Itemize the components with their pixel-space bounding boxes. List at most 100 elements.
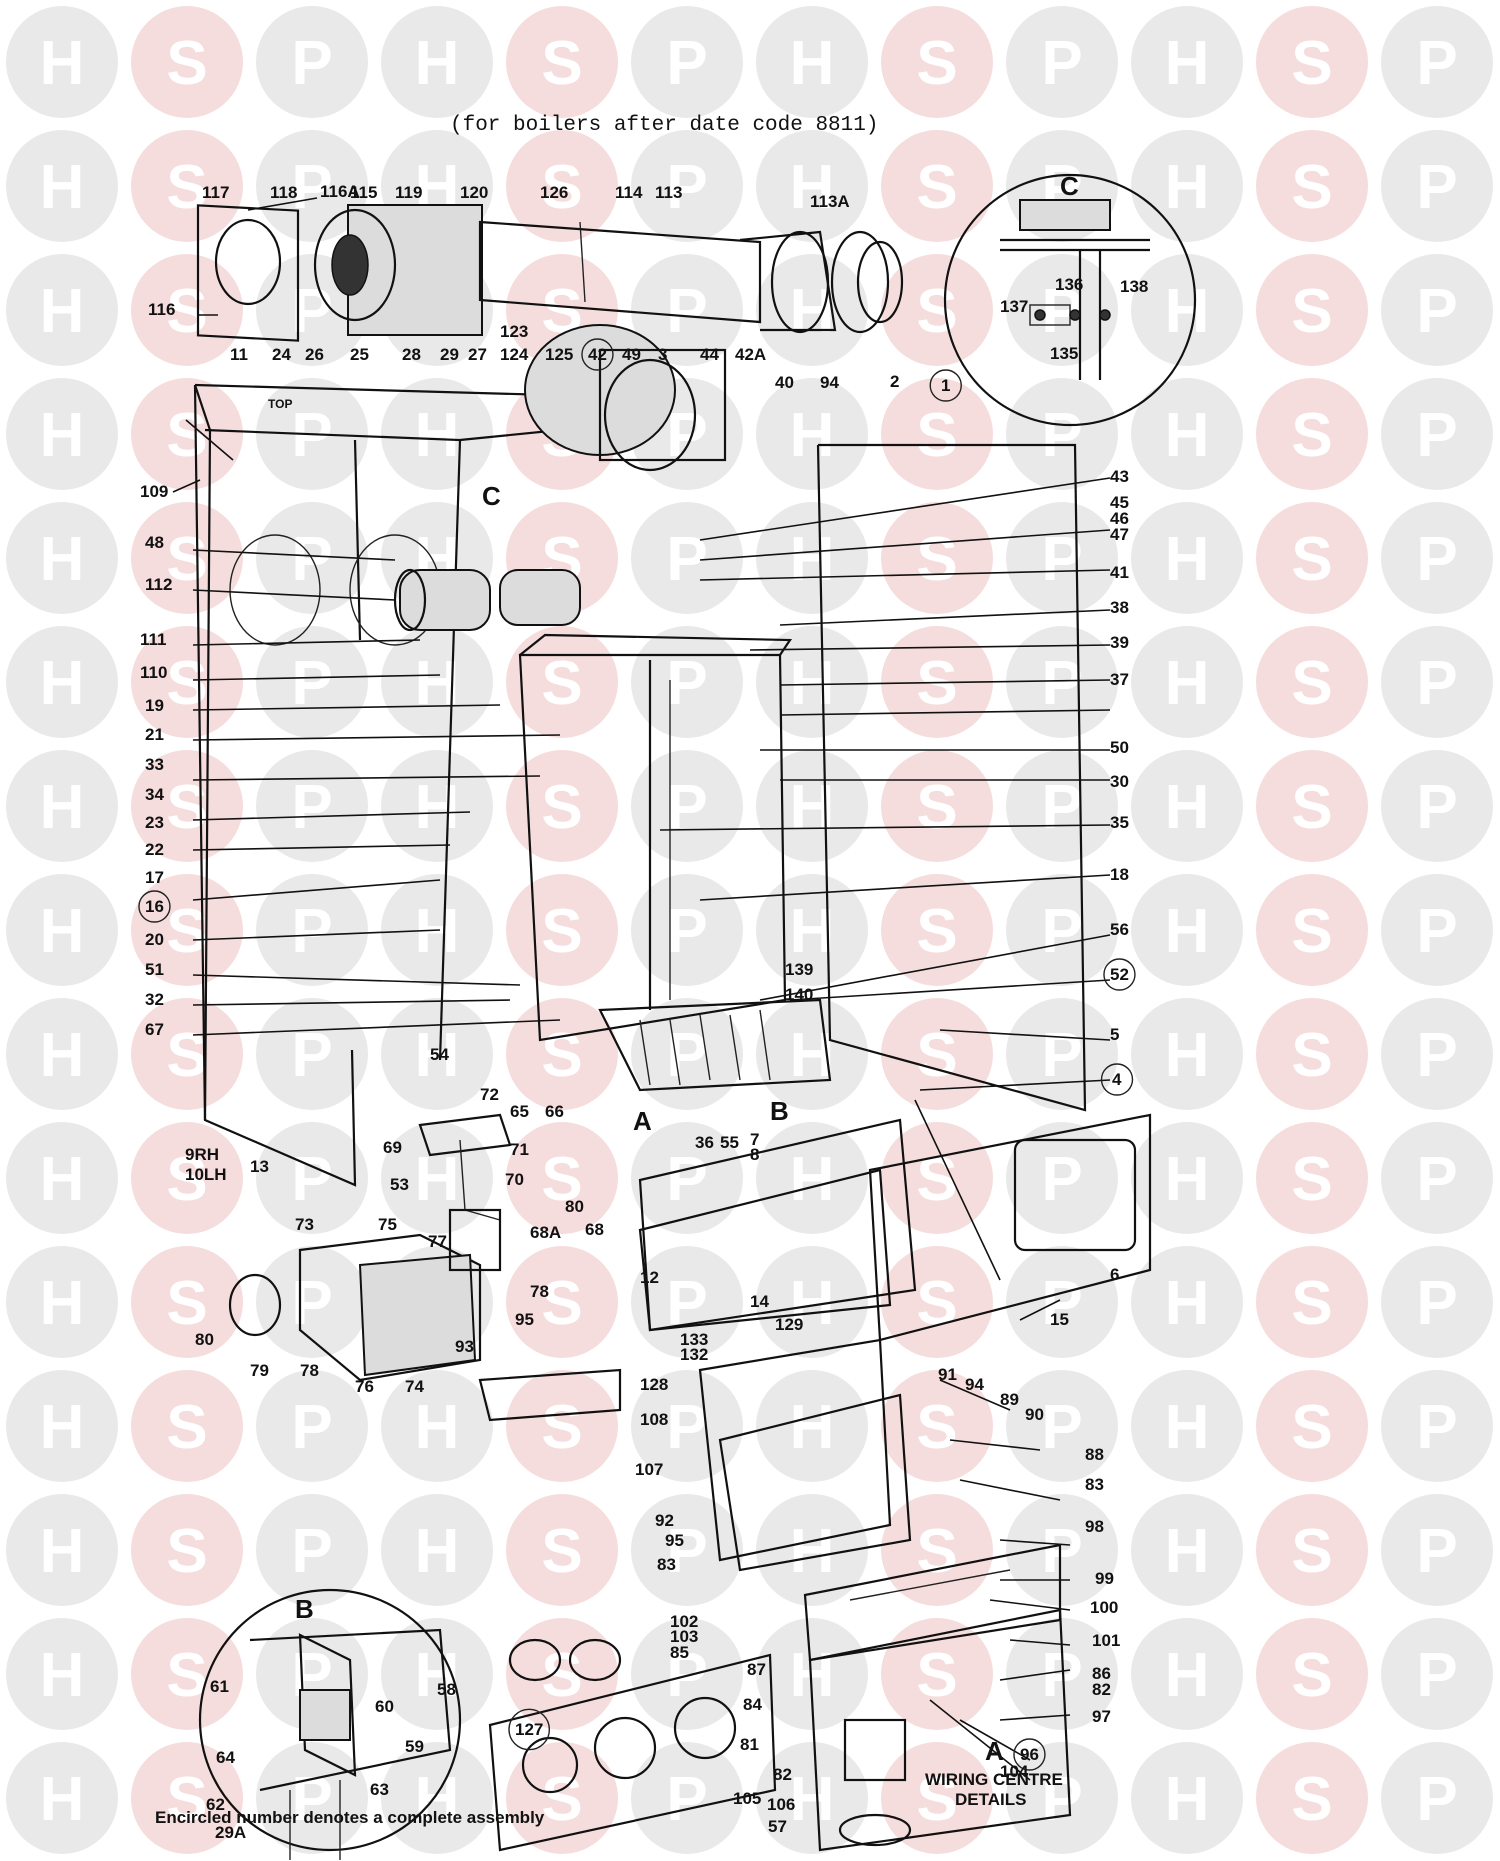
svg-text:S: S	[1291, 277, 1332, 346]
svg-text:P: P	[1416, 525, 1457, 594]
detail-b-letter: B	[295, 1594, 314, 1624]
watermark-h-badge: H	[6, 1742, 118, 1854]
part-number-label: 9RH	[185, 1145, 219, 1164]
part-number-label: 78	[530, 1282, 549, 1301]
watermark-h-badge: H	[1131, 6, 1243, 118]
svg-text:H: H	[790, 1393, 835, 1462]
part-number-label: 138	[1120, 277, 1148, 296]
svg-text:S: S	[916, 29, 957, 98]
part-number-label: 77	[428, 1232, 447, 1251]
svg-text:P: P	[1416, 649, 1457, 718]
svg-text:S: S	[1291, 1517, 1332, 1586]
svg-text:S: S	[916, 525, 957, 594]
svg-text:H: H	[1165, 773, 1210, 842]
svg-text:S: S	[166, 153, 207, 222]
part-number-label: 101	[1092, 1631, 1120, 1650]
part-number-label: 69	[383, 1138, 402, 1157]
svg-text:S: S	[541, 1021, 582, 1090]
watermark-s-badge: S	[881, 750, 993, 862]
svg-text:P: P	[1416, 277, 1457, 346]
svg-text:H: H	[1165, 153, 1210, 222]
part-number-label: 73	[295, 1215, 314, 1234]
watermark-p-badge: P	[256, 1122, 368, 1234]
part-number-label: 126	[540, 183, 568, 202]
watermark-s-badge: S	[881, 130, 993, 242]
svg-text:S: S	[916, 1393, 957, 1462]
part-number-label: 120	[460, 183, 488, 202]
svg-text:P: P	[666, 401, 707, 470]
svg-text:P: P	[291, 773, 332, 842]
svg-text:P: P	[291, 897, 332, 966]
watermark-h-badge: H	[381, 6, 493, 118]
svg-text:H: H	[415, 1393, 460, 1462]
assembly-circle	[508, 1708, 551, 1751]
watermark-h-badge: H	[381, 378, 493, 490]
watermark-p-badge: P	[631, 1742, 743, 1854]
part-number-label: 81	[740, 1735, 759, 1754]
part-number-label: 114	[615, 183, 643, 202]
part-number-label: 102	[670, 1612, 698, 1631]
part-number-label: 4	[1112, 1070, 1122, 1089]
svg-text:S: S	[541, 649, 582, 718]
part-number-label: 19	[145, 696, 164, 715]
assembly-circle	[1013, 1738, 1046, 1771]
part-number-label: 42A	[735, 345, 766, 364]
watermark-s-badge: S	[506, 1370, 618, 1482]
watermark-h-badge: H	[756, 502, 868, 614]
part-number-label: 124	[500, 345, 529, 364]
watermark-p-badge: P	[256, 1494, 368, 1606]
watermark-p-badge: P	[256, 626, 368, 738]
part-number-label: 82	[1092, 1680, 1111, 1699]
watermark-p-badge: P	[1381, 750, 1493, 862]
watermark-h-badge: H	[6, 998, 118, 1110]
watermark-p-badge: P	[256, 874, 368, 986]
part-number-label: 104	[1000, 1762, 1029, 1781]
part-number-label: 2	[890, 372, 899, 391]
part-number-label: 18	[1110, 865, 1129, 884]
svg-text:S: S	[1291, 1269, 1332, 1338]
part-number-label: 129	[775, 1315, 803, 1334]
part-number-label: 8	[750, 1145, 759, 1164]
wiring-caption-line2: DETAILS	[955, 1790, 1026, 1809]
watermark-h-badge: H	[756, 1122, 868, 1234]
watermark-s-badge: S	[1256, 1742, 1368, 1854]
watermark-s-badge: S	[131, 750, 243, 862]
assembly-circle	[929, 369, 962, 402]
watermark-h-badge: H	[1131, 1742, 1243, 1854]
svg-text:P: P	[666, 153, 707, 222]
svg-text:S: S	[541, 1517, 582, 1586]
svg-text:H: H	[40, 1765, 85, 1834]
svg-text:H: H	[790, 525, 835, 594]
svg-text:S: S	[1291, 1765, 1332, 1834]
svg-text:S: S	[166, 401, 207, 470]
svg-text:H: H	[1165, 1393, 1210, 1462]
part-number-label: 100	[1090, 1598, 1118, 1617]
part-number-label: 87	[747, 1660, 766, 1679]
part-number-label: 28	[402, 345, 421, 364]
watermark-h-badge: H	[1131, 1618, 1243, 1730]
part-number-label: 135	[1050, 344, 1078, 363]
part-number-label: 50	[1110, 738, 1129, 757]
part-number-label: 98	[1085, 1517, 1104, 1536]
svg-text:H: H	[1165, 649, 1210, 718]
watermark-s-badge: S	[881, 1370, 993, 1482]
svg-text:P: P	[1041, 1765, 1082, 1834]
svg-text:P: P	[1041, 1393, 1082, 1462]
svg-text:S: S	[916, 1021, 957, 1090]
watermark-h-badge: H	[756, 378, 868, 490]
watermark-p-badge: P	[631, 254, 743, 366]
svg-text:P: P	[1416, 29, 1457, 98]
watermark-p-badge: P	[1381, 6, 1493, 118]
svg-text:P: P	[291, 1145, 332, 1214]
part-number-label: 29	[440, 345, 459, 364]
watermark-s-badge: S	[1256, 626, 1368, 738]
part-number-label: 20	[145, 930, 164, 949]
watermark-p-badge: P	[1006, 1494, 1118, 1606]
part-number-label: 68	[585, 1220, 604, 1239]
svg-text:H: H	[790, 1517, 835, 1586]
part-number-label: 116	[148, 300, 175, 319]
svg-text:P: P	[666, 1765, 707, 1834]
watermark-p-badge: P	[1381, 1122, 1493, 1234]
watermark-s-badge: S	[1256, 130, 1368, 242]
watermark-s-badge: S	[131, 378, 243, 490]
